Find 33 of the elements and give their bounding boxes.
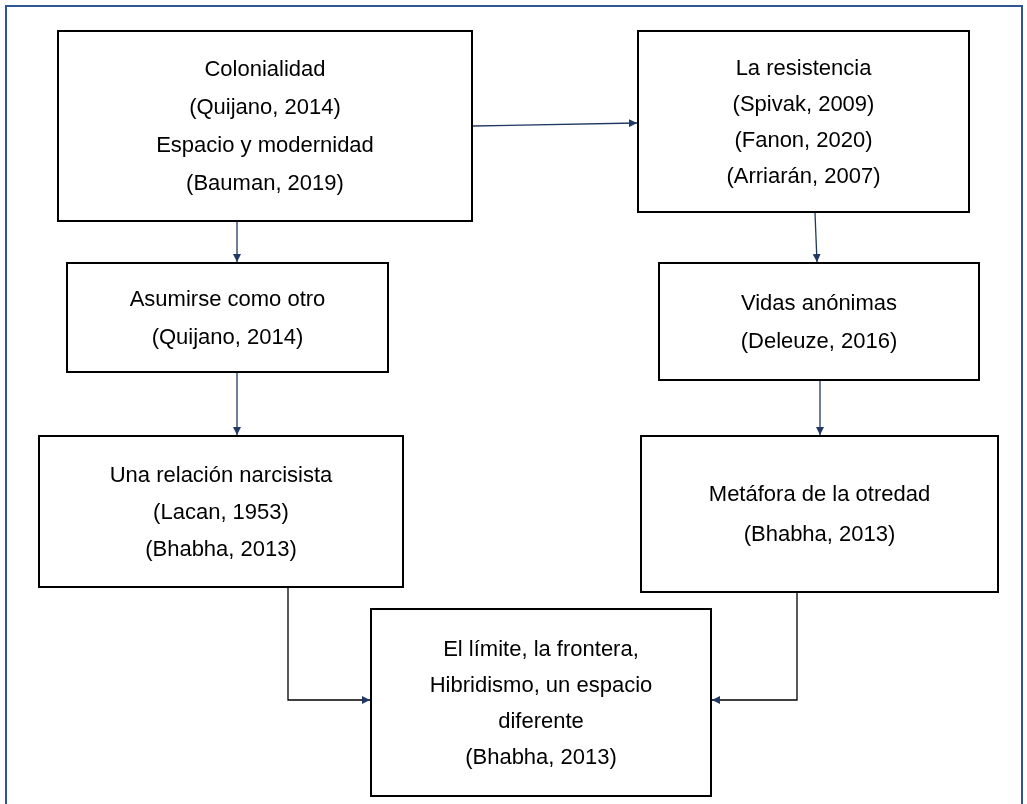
concept-box — [66, 262, 389, 373]
concept-title: Colonialidad — [204, 55, 326, 83]
concept-title: Una relación narcisista — [109, 461, 333, 489]
citation-text: (Quijano, 2014) — [189, 93, 341, 121]
citation-text: (Arriarán, 2007) — [726, 161, 881, 190]
concept-box — [370, 608, 712, 797]
arrow — [812, 212, 821, 263]
concept-box — [57, 30, 473, 222]
concept-title: La resistencia — [735, 53, 872, 82]
arrow — [472, 119, 638, 128]
arrow — [287, 587, 371, 704]
concept-title: El límite, la frontera, Hibridismo, un espacio diferente — [428, 634, 654, 735]
citation-text: (Fanon, 2020) — [734, 125, 873, 154]
citation-text: (Lacan, 1953) — [153, 498, 289, 526]
citation-text: (Deleuze, 2016) — [740, 326, 898, 355]
arrow — [816, 380, 824, 436]
concept-box — [637, 30, 970, 213]
concept-title: Metáfora de la otredad — [708, 480, 931, 508]
concept-box — [38, 435, 404, 588]
citation-text: (Quijano, 2014) — [151, 322, 304, 351]
concept-box — [658, 262, 980, 381]
citation-text: (Spivak, 2009) — [732, 89, 875, 118]
citation-text: (Bauman, 2019) — [186, 169, 344, 197]
arrow — [233, 372, 241, 436]
concept-title: Asumirse como otro — [129, 284, 326, 313]
concept-box — [640, 435, 999, 593]
arrow — [711, 592, 798, 704]
citation-text: (Bhabha, 2013) — [743, 520, 896, 548]
citation-text: (Bhabha, 2013) — [465, 742, 617, 771]
citation-text: (Bhabha, 2013) — [145, 535, 297, 563]
arrow — [233, 221, 241, 263]
citation-text: Espacio y modernidad — [156, 131, 374, 159]
concept-title: Vidas anónimas — [740, 288, 898, 317]
